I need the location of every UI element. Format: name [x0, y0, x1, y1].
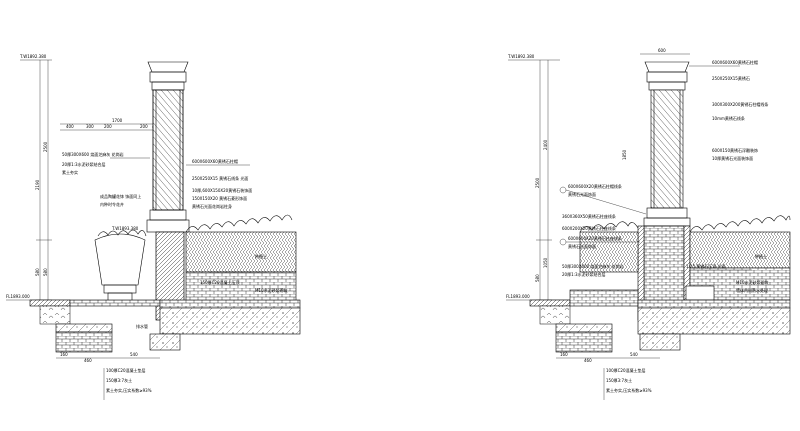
right-dim-hb-1: 460: [584, 358, 592, 363]
left-dim-h-1: 300: [86, 124, 94, 129]
left-dim-hb-1: 460: [84, 358, 92, 363]
right-label-bedding: 20厚1:3水泥砂浆结合层: [562, 271, 606, 277]
left-footing: [55, 323, 113, 333]
left-planter-pot: [94, 233, 146, 286]
right-dim-h-0: 600: [658, 48, 666, 53]
left-label-planter: 成品陶罐花钵 饰面同上: [100, 193, 141, 199]
left-dim-hb-0: 160: [60, 352, 68, 357]
right-label-wall1: M10水泥砂浆砌筑: [736, 279, 769, 285]
right-level-ground: FL1893.000: [506, 294, 530, 299]
right-level-top: T.W1892.380: [507, 54, 535, 59]
right-label-wall2: 墙体内侧防水处理: [736, 287, 768, 293]
right-dim-v-2: 1850: [622, 149, 627, 160]
left-detail: T.W1892.380 2190 2500 580 580 400 300 20…: [6, 54, 301, 400]
right-label-band1: 360X360X50黄锈石柱座线条: [562, 213, 616, 219]
right-label-panel2: 10厚黄锈石光面装饰面: [712, 155, 753, 161]
left-label-wall-note2: M10水泥砂浆砌筑: [255, 287, 288, 293]
left-dim-v-1: 2500: [43, 141, 48, 152]
right-dim-v-1: 2400: [543, 139, 548, 150]
right-label-foot1: 100厚C20混凝土垫层: [606, 367, 646, 373]
left-label-bedding: 20厚1:3水泥砂浆结合层: [62, 161, 106, 167]
left-label-foot1: 100厚C20混凝土垫层: [106, 367, 146, 373]
right-dim-hb-2: 540: [630, 352, 638, 357]
left-label-paver: 50厚300X600 烧面芝麻灰 花岗岩: [62, 151, 124, 157]
right-label-callout4: 黄锈石光面饰面: [568, 243, 596, 249]
right-slab: [637, 307, 791, 335]
left-label-panel2: 150X150X20 黄锈石菱形饰面: [192, 195, 247, 201]
left-label-foot2: 150厚3:7灰土: [106, 377, 132, 383]
left-dim-h-3: 1700: [112, 118, 123, 123]
left-label-panel1: 10厚,600X150X20黄锈石装饰面: [192, 187, 252, 193]
right-footing: [555, 323, 613, 333]
right-label-soil: 种植土: [755, 253, 767, 259]
right-dim-v-4: 580: [535, 274, 540, 282]
right-dim-v-0: 2500: [535, 177, 540, 188]
right-dim-v-3: 1050: [543, 257, 548, 268]
left-column-shaft: [152, 89, 184, 211]
left-label-panel3: 黄锈石光面花岗岩柱身: [192, 203, 232, 209]
right-label-cap4: 10mm黄锈石线条: [712, 115, 745, 121]
left-shrubs: [185, 214, 293, 233]
left-dim-v-0: 2190: [35, 179, 40, 190]
right-detail: T.W1892.380 2500 2400 1850 1050 580 600 …: [506, 48, 791, 400]
right-wall-pattern: [689, 231, 791, 269]
right-label-callout1: 600X600X20黄锈石柱帽线条: [568, 183, 622, 189]
right-label-foot3: 素土夯实,压实系数≥93%: [606, 387, 652, 393]
right-column-shaft: [650, 89, 684, 209]
left-label-planter-level: T.W1893.380: [111, 226, 139, 231]
right-label-cap1: 600X600X60黄锈石柱帽: [712, 59, 758, 65]
right-label-panel1: 600X150黄锈石浮雕装饰: [712, 147, 758, 153]
left-label-cap: 600X600X60黄锈石柱帽: [192, 158, 238, 164]
left-slab: [159, 307, 301, 335]
left-dim-v-3: 580: [35, 268, 40, 276]
right-label-band2: 600X200X20黄锈石柱座线条: [562, 225, 616, 231]
right-label-cap2: 250X250X15黄锈石: [712, 75, 750, 81]
left-dim-h-4: 200: [140, 124, 148, 129]
left-dim-hb-2: 540: [130, 352, 138, 357]
left-label-foot3: 素土夯实,压实系数≥93%: [106, 387, 152, 393]
left-level-top: T.W1892.380: [19, 54, 47, 59]
left-dim-h-0: 400: [66, 124, 74, 129]
left-dim-v-2: 580: [43, 268, 48, 276]
left-label-drain: 排水管: [136, 323, 148, 329]
left-level-ground: FL1893.000: [6, 294, 30, 299]
left-column-cap: [147, 61, 189, 73]
left-dim-h-2: 200: [104, 124, 112, 129]
left-label-soil: 种植土: [255, 253, 267, 259]
right-label-wall-cap: 1:25 黄锈石压顶 光面: [686, 263, 726, 269]
right-label-cap3: 300X300X200黄锈石柱帽线条: [712, 101, 768, 107]
left-label-base: 素土夯实: [62, 169, 78, 175]
right-dim-hb-0: 160: [560, 352, 568, 357]
left-label-planter-note: 内种时令花卉: [100, 201, 124, 207]
right-shrubs: [689, 215, 791, 233]
right-label-foot2: 150厚3:7灰土: [606, 377, 632, 383]
left-label-wall-note: 150厚C20混凝土压顶: [200, 279, 240, 285]
left-wall-pattern: [185, 231, 297, 273]
left-label-band: 250X250X15 黄锈石线条 光面: [192, 175, 248, 181]
right-label-callout2: 黄锈石光面饰面: [568, 191, 596, 197]
right-label-paver: 50厚300X600 烧面芝麻灰 花岗岩: [562, 263, 624, 269]
right-label-callout3: 600X600X20黄锈石柱座线条: [568, 235, 622, 241]
right-column-cap: [644, 61, 690, 73]
